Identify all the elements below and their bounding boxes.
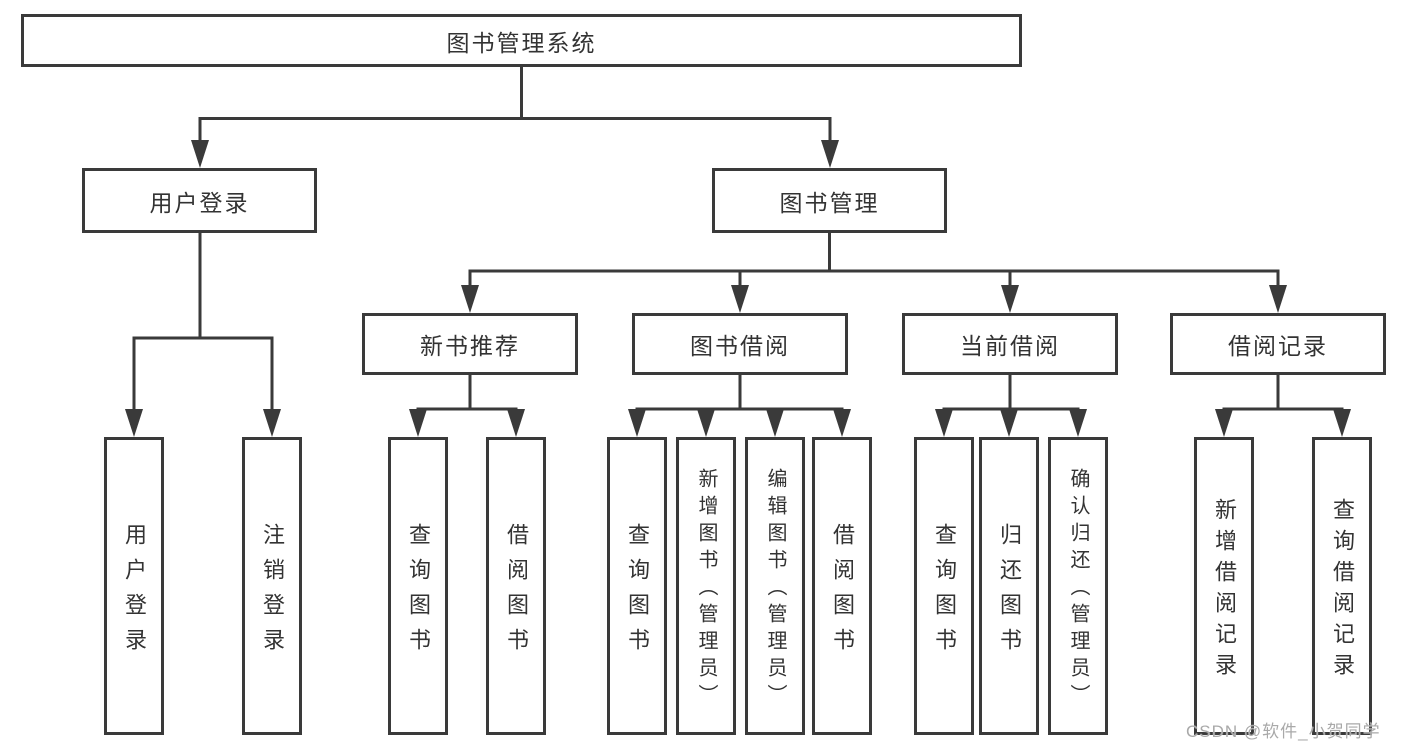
node-label: 图书管理 <box>779 189 880 216</box>
node-logout: 注销登录 <box>242 437 302 735</box>
node-query-books-borrowing: 查询图书 <box>607 437 667 735</box>
node-query-books-recommend: 查询图书 <box>388 437 448 735</box>
node-label: 注销登录 <box>260 522 285 663</box>
node-edit-book-admin: 编辑图书（管理员） <box>745 437 805 735</box>
node-label: 用户登录 <box>149 189 250 216</box>
node-label: 编辑图书（管理员） <box>764 468 786 711</box>
connector-root-arrowheads <box>191 140 839 168</box>
node-add-book-admin: 新增图书（管理员） <box>676 437 736 735</box>
connector-book-borrow-arrowheads <box>628 409 851 437</box>
connector-new-book-arrowheads <box>409 409 525 437</box>
node-book-management: 图书管理 <box>712 168 947 233</box>
node-label: 归还图书 <box>997 522 1022 663</box>
arrowhead <box>935 409 953 437</box>
node-label: 图书借阅 <box>690 333 790 359</box>
connector-book-management-children <box>468 233 1280 288</box>
connector-book-management-arrowheads <box>461 285 1287 313</box>
arrowhead <box>191 140 209 168</box>
node-book-borrowing: 图书借阅 <box>632 313 848 375</box>
connector-records-arrowheads <box>1215 409 1351 437</box>
arrowhead <box>1269 285 1287 313</box>
node-user-login: 用户登录 <box>82 168 317 233</box>
node-label: 当前借阅 <box>960 333 1060 359</box>
arrowhead <box>731 285 749 313</box>
node-label: 查询图书 <box>625 522 650 663</box>
node-borrow-books-borrowing: 借阅图书 <box>812 437 872 735</box>
arrowhead <box>263 409 281 437</box>
connector-user-login-children <box>132 233 274 412</box>
arrowhead <box>409 409 427 437</box>
node-query-books-current: 查询图书 <box>914 437 974 735</box>
connector-current-borrow-arrowheads <box>935 409 1087 437</box>
node-borrow-books-recommend: 借阅图书 <box>486 437 546 735</box>
node-user-login-leaf: 用户登录 <box>104 437 164 735</box>
arrowhead <box>628 409 646 437</box>
arrowhead <box>766 409 784 437</box>
arrowhead <box>507 409 525 437</box>
node-library-management-system: 图书管理系统 <box>21 14 1022 67</box>
arrowhead <box>1000 409 1018 437</box>
node-confirm-return-admin: 确认归还（管理员） <box>1048 437 1108 735</box>
node-add-borrow-record: 新增借阅记录 <box>1194 437 1254 735</box>
arrowhead <box>697 409 715 437</box>
arrowhead <box>1001 285 1019 313</box>
connector-book-borrow-children <box>635 375 844 415</box>
arrowhead <box>1215 409 1233 437</box>
arrowhead <box>461 285 479 313</box>
connector-user-login-arrowheads <box>125 409 281 437</box>
arrowhead <box>821 140 839 168</box>
arrowhead <box>1333 409 1351 437</box>
node-label: 查询图书 <box>932 522 957 663</box>
connector-root-to-level1 <box>198 67 832 143</box>
node-label: 图书管理系统 <box>446 29 597 56</box>
node-label: 新增借阅记录 <box>1212 497 1237 684</box>
node-label: 新增图书（管理员） <box>695 468 717 711</box>
node-label: 用户登录 <box>122 522 147 663</box>
node-borrowing-records: 借阅记录 <box>1170 313 1386 375</box>
csdn-watermark: CSDN @软件_小贺同学 <box>1186 722 1381 741</box>
node-label: 确认归还（管理员） <box>1067 468 1089 711</box>
arrowhead <box>1069 409 1087 437</box>
node-label: 借阅图书 <box>830 522 855 663</box>
node-new-book-recommendation: 新书推荐 <box>362 313 578 375</box>
connector-new-book-children <box>416 375 518 415</box>
node-current-borrowing: 当前借阅 <box>902 313 1118 375</box>
arrowhead <box>833 409 851 437</box>
node-return-book: 归还图书 <box>979 437 1039 735</box>
node-query-borrow-record: 查询借阅记录 <box>1312 437 1372 735</box>
node-label: 借阅图书 <box>504 522 529 663</box>
node-label: 查询借阅记录 <box>1330 497 1355 684</box>
connector-records-children <box>1222 375 1344 415</box>
node-label: 新书推荐 <box>420 333 520 359</box>
node-label: 查询图书 <box>406 522 431 663</box>
arrowhead <box>125 409 143 437</box>
node-label: 借阅记录 <box>1228 333 1328 359</box>
